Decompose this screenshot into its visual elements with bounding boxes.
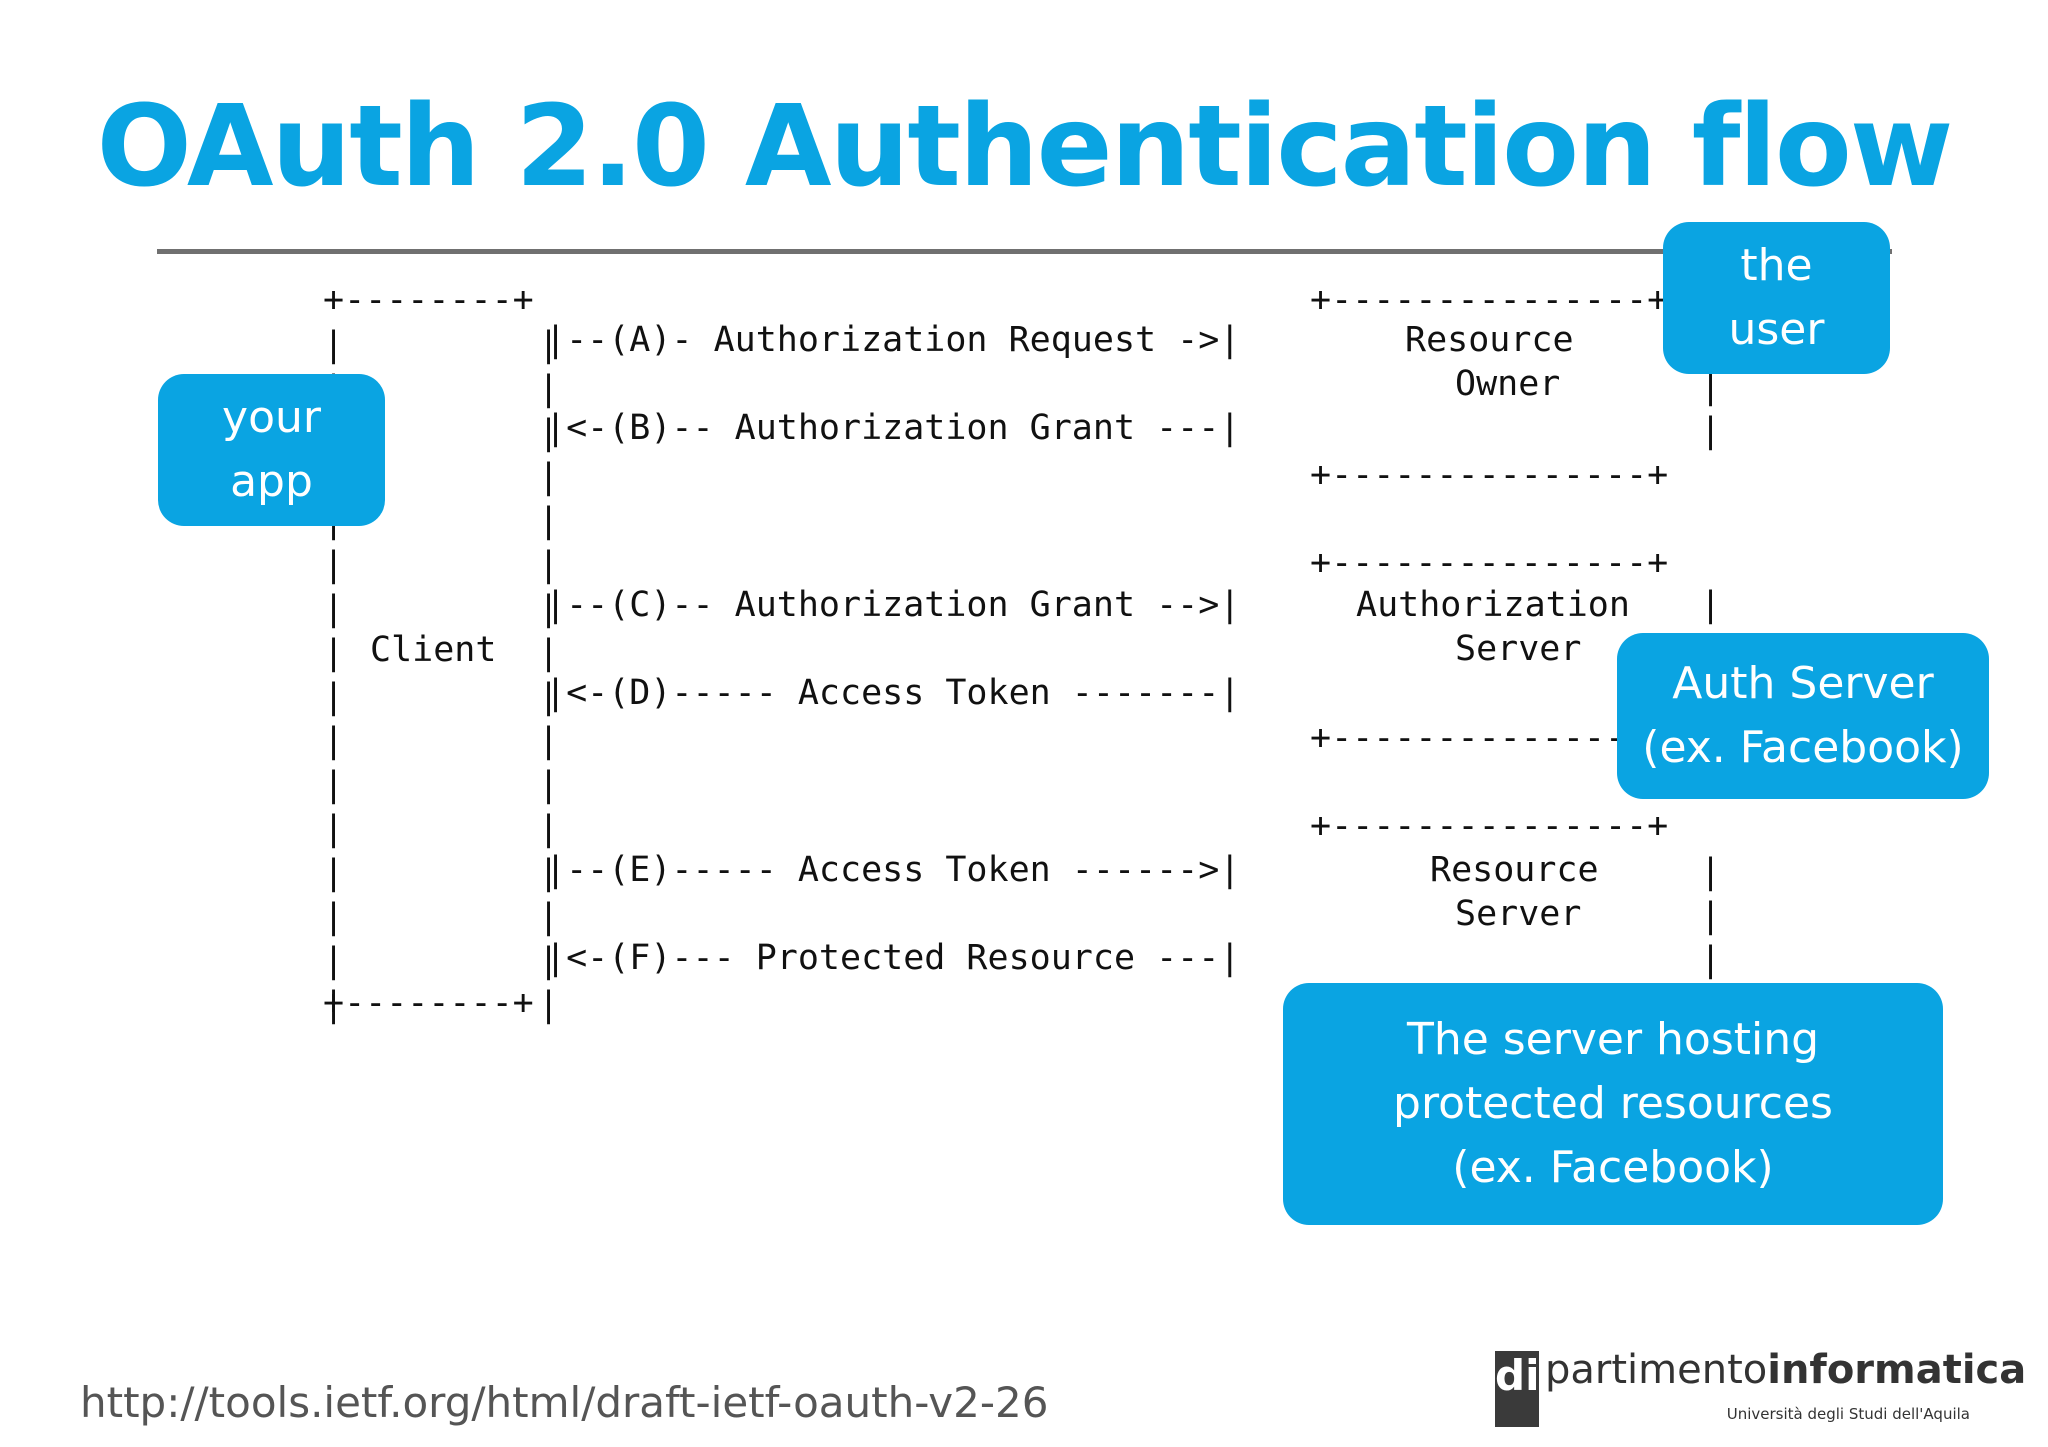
authorization-server-box-bottom-border: +---------------+ xyxy=(1310,718,1669,758)
resource-server-box-right-border: | | | xyxy=(1700,852,1722,980)
resource-server-label-line-1: Resource xyxy=(1430,850,1599,890)
arrow-f-protected-resource: |<-(F)--- Protected Resource ---| xyxy=(545,938,1241,978)
client-box-right-border: | | | | | | | | | | | | | | | | xyxy=(538,325,560,1025)
logo-word-regular: partimento xyxy=(1545,1347,1768,1393)
logo-wordmark: partimentoinformatica xyxy=(1545,1347,2026,1393)
logo-di-mark: di xyxy=(1495,1351,1539,1427)
authorization-server-box-top-border: +---------------+ xyxy=(1310,543,1669,583)
arrow-d-access-token: |<-(D)----- Access Token -------| xyxy=(545,673,1241,713)
callout-resource-server-line-3: (ex. Facebook) xyxy=(1452,1142,1774,1193)
resource-server-box-top-border: +---------------+ xyxy=(1310,806,1669,846)
resource-owner-label-line-1: Resource xyxy=(1405,320,1574,360)
arrow-c-authorization-grant: |--(C)-- Authorization Grant -->| xyxy=(545,585,1241,625)
callout-resource-server-line-2: protected resources xyxy=(1393,1078,1833,1129)
title-divider xyxy=(157,249,1892,254)
source-url: http://tools.ietf.org/html/draft-ietf-oa… xyxy=(80,1378,1049,1427)
resource-owner-box-top-border: +---------------+ xyxy=(1310,280,1669,320)
logo-word-bold: informatica xyxy=(1767,1347,2027,1393)
authorization-server-label-line-1: Authorization xyxy=(1356,585,1630,625)
callout-the-user: the user xyxy=(1663,222,1890,374)
callout-resource-server: The server hosting protected resources (… xyxy=(1283,983,1943,1225)
authorization-server-label-line-2: Server xyxy=(1455,629,1582,669)
callout-your-app-line-2: app xyxy=(230,456,313,507)
arrow-e-access-token: |--(E)----- Access Token ------>| xyxy=(545,850,1241,890)
client-box-bottom-border: +--------+ xyxy=(323,983,534,1023)
callout-your-app: your app xyxy=(158,374,385,526)
callout-auth-server-line-1: Auth Server xyxy=(1672,658,1934,709)
callout-your-app-line-1: your xyxy=(222,392,321,443)
resource-owner-box-right-border: | | xyxy=(1700,367,1722,451)
callout-auth-server-line-2: (ex. Facebook) xyxy=(1642,722,1964,773)
authorization-server-box-right-border: | xyxy=(1700,585,1722,625)
callout-the-user-line-1: the xyxy=(1740,240,1813,291)
callout-the-user-line-2: user xyxy=(1728,304,1825,355)
client-label: Client xyxy=(370,630,497,670)
arrow-b-authorization-grant: |<-(B)-- Authorization Grant ---| xyxy=(545,408,1241,448)
resource-owner-label-line-2: Owner xyxy=(1455,364,1561,404)
callout-auth-server: Auth Server (ex. Facebook) xyxy=(1617,633,1989,799)
callout-resource-server-line-1: The server hosting xyxy=(1406,1014,1820,1065)
arrow-a-authorization-request: |--(A)- Authorization Request ->| xyxy=(545,320,1241,360)
department-logo: di partimentoinformatica Università degl… xyxy=(1495,1345,2026,1429)
resource-server-label-line-2: Server xyxy=(1455,894,1582,934)
logo-subtitle: Università degli Studi dell'Aquila xyxy=(1726,1405,1970,1423)
resource-owner-box-bottom-border: +---------------+ xyxy=(1310,455,1669,495)
client-box-top-border: +--------+ xyxy=(323,280,534,320)
slide-title: OAuth 2.0 Authentication flow xyxy=(96,82,1954,212)
